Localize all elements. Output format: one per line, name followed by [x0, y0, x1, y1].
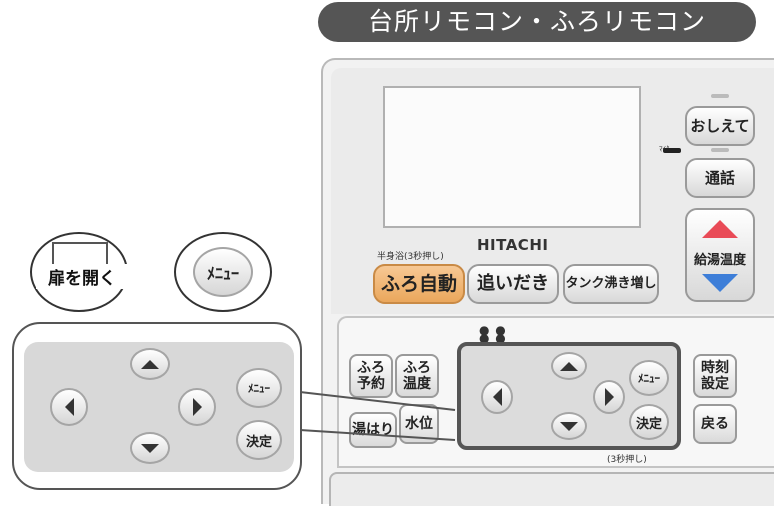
- zoom-menu-button[interactable]: ﾒﾆｭｰ: [236, 368, 282, 408]
- lower-panel: ● ● ● ●● ● ● ● ふろ 予約 ふろ 温度 湯はり 水位 ﾒﾆｭｰ 決…: [337, 316, 774, 468]
- zoom-up-button[interactable]: [130, 348, 170, 380]
- back-button[interactable]: 戻る: [693, 404, 737, 444]
- bath-reserve-button[interactable]: ふろ 予約: [349, 354, 393, 398]
- down-button[interactable]: [551, 412, 587, 440]
- hot-water-temp-label: 給湯温度: [693, 253, 746, 268]
- hold-3s-label: (3秒押し): [607, 455, 647, 465]
- right-arrow-icon: [604, 388, 614, 406]
- hot-water-temp-button[interactable]: 給湯温度: [685, 208, 755, 302]
- decide-button[interactable]: 決定: [629, 404, 669, 440]
- remote-cover-hinge: [329, 472, 774, 506]
- zoom-down-arrow-icon: [141, 443, 159, 453]
- door-open-icon: 扉を開く: [30, 232, 128, 312]
- tell-button[interactable]: おしえて: [685, 106, 755, 146]
- brand-logo: HITACHI: [477, 236, 549, 254]
- zoom-decide-button[interactable]: 決定: [236, 420, 282, 460]
- zoom-up-arrow-icon: [141, 359, 159, 369]
- tank-boost-button[interactable]: タンク沸き増し: [563, 264, 659, 304]
- menu-button[interactable]: ﾒﾆｭｰ: [629, 360, 669, 396]
- mic-icon: [663, 148, 681, 153]
- down-arrow-icon: [560, 421, 578, 431]
- bath-reserve-label-2: 予約: [357, 376, 385, 392]
- call-button[interactable]: 通話: [685, 158, 755, 198]
- callout-line-bottom: [299, 429, 456, 441]
- zoom-down-button[interactable]: [130, 432, 170, 464]
- display-screen: [383, 86, 641, 228]
- bath-temp-label-2: 温度: [403, 376, 431, 392]
- clock-setting-label-2: 設定: [701, 376, 729, 392]
- temp-up-icon[interactable]: [702, 220, 738, 238]
- menu-icon: ﾒﾆｭｰ: [174, 232, 272, 312]
- reheat-button[interactable]: 追いだき: [467, 264, 559, 304]
- auto-bath-button[interactable]: ふろ自動: [373, 264, 465, 304]
- menu-icon-button: ﾒﾆｭｰ: [193, 247, 253, 297]
- zoom-right-arrow-icon: [192, 398, 202, 416]
- zoom-left-button[interactable]: [50, 388, 88, 426]
- fill-bath-button[interactable]: 湯はり: [349, 412, 397, 448]
- bath-temp-button[interactable]: ふろ 温度: [395, 354, 439, 398]
- dpad-panel: ﾒﾆｭｰ 決定: [457, 342, 681, 450]
- left-arrow-icon: [492, 388, 502, 406]
- temp-down-icon[interactable]: [702, 274, 738, 292]
- half-bath-label: 半身浴(3秒押し): [377, 252, 444, 262]
- page-title: 台所リモコン・ふろリモコン: [318, 2, 756, 42]
- upper-panel: HITACHI 半身浴(3秒押し) ふろ自動 追いだき タンク沸き増し おしえて…: [331, 68, 774, 314]
- up-arrow-icon: [560, 361, 578, 371]
- remote-control: HITACHI 半身浴(3秒押し) ふろ自動 追いだき タンク沸き増し おしえて…: [321, 58, 774, 506]
- door-open-label: 扉を開く: [36, 264, 128, 289]
- right-button[interactable]: [593, 380, 625, 414]
- dpad-zoom-callout: ﾒﾆｭｰ 決定: [12, 322, 302, 490]
- left-button[interactable]: [481, 380, 513, 414]
- up-button[interactable]: [551, 352, 587, 380]
- tell-indicator-led: [711, 94, 729, 98]
- call-indicator-led: [711, 148, 729, 152]
- zoom-right-button[interactable]: [178, 388, 216, 426]
- clock-setting-button[interactable]: 時刻 設定: [693, 354, 737, 398]
- zoom-dpad-panel: ﾒﾆｭｰ 決定: [24, 342, 294, 472]
- bath-temp-label-1: ふろ: [403, 360, 431, 376]
- bath-reserve-label-1: ふろ: [357, 360, 385, 376]
- clock-setting-label-1: 時刻: [701, 360, 729, 376]
- zoom-left-arrow-icon: [64, 398, 74, 416]
- callout-line-top: [299, 391, 456, 411]
